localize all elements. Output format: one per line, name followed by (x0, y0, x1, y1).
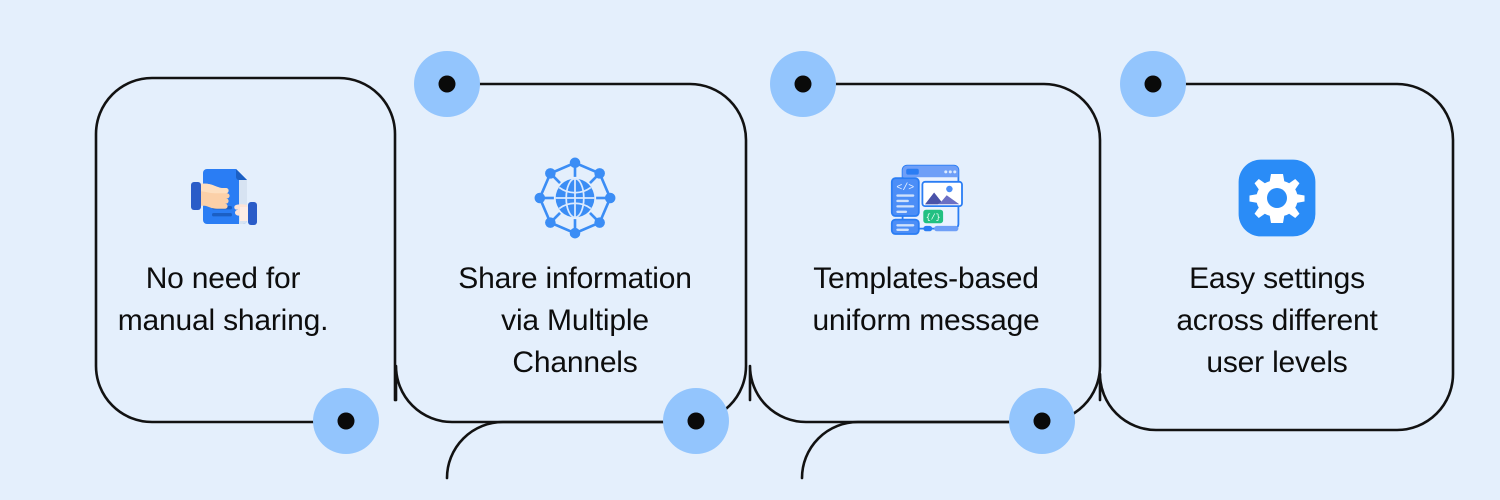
settings-gear-icon (1238, 159, 1316, 237)
feature-card-3[interactable]: </> {/} (752, 150, 1100, 342)
feature-card-4-icon-wrap (1237, 150, 1317, 246)
node-halo (663, 388, 729, 454)
connector-node-card2-out (663, 388, 729, 454)
document-handover-icon (191, 169, 257, 225)
feature-card-1[interactable]: No need for manual sharing. (48, 150, 398, 342)
feature-card-2[interactable]: Share information via Multiple Channels (400, 150, 750, 384)
node-halo (313, 388, 379, 454)
connector-node-card3-in (770, 51, 836, 117)
node-dot (438, 75, 456, 93)
feature-card-3-icon-wrap: </> {/} (881, 150, 971, 246)
node-halo (1009, 388, 1075, 454)
feature-card-1-icon-wrap (177, 150, 269, 246)
connector-node-card3-out (1009, 388, 1075, 454)
node-dot (794, 75, 812, 93)
connector-node-card4-in (1120, 51, 1186, 117)
connector-node-card1-out (313, 388, 379, 454)
feature-card-1-label: No need for manual sharing. (117, 262, 329, 337)
node-halo (1120, 51, 1186, 117)
node-dot (1033, 412, 1051, 430)
svg-text:{/}: {/} (926, 214, 941, 223)
node-halo (414, 51, 480, 117)
feature-card-2-label: Share information via Multiple Channels (458, 262, 692, 379)
node-halo (770, 51, 836, 117)
feature-card-4[interactable]: Easy settings across different user leve… (1102, 150, 1452, 384)
connector-node-card2-in (414, 51, 480, 117)
node-dot (337, 412, 355, 430)
web-template-icon: </> {/} (890, 164, 963, 235)
feature-card-3-label: Templates-based uniform message (812, 262, 1040, 337)
node-dot (687, 412, 705, 430)
feature-card-2-icon-wrap (531, 150, 619, 246)
node-dot (1144, 75, 1162, 93)
globe-network-icon (534, 157, 616, 239)
svg-text:</>: </> (896, 182, 914, 193)
card-outline-3-tail (748, 364, 1044, 424)
feature-card-4-label: Easy settings across different user leve… (1176, 262, 1378, 379)
